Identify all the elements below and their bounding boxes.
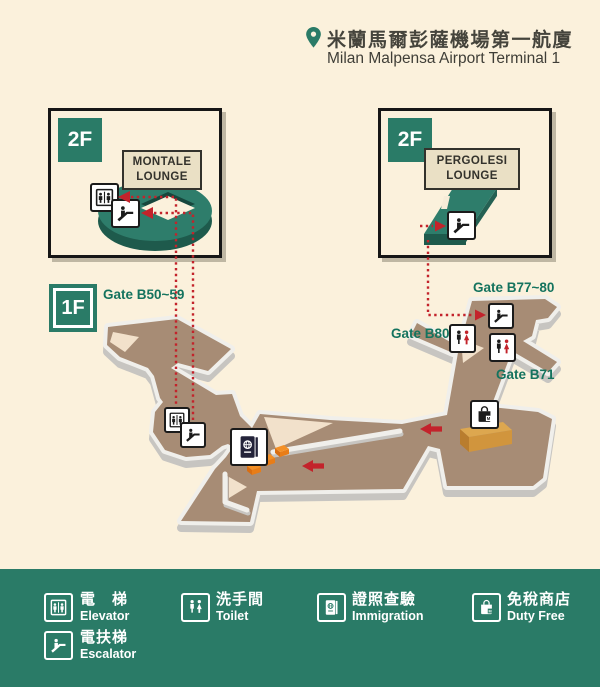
legend-bar: 電 梯 Elevator 電扶梯 Escalator 洗手間 Toilet: [0, 569, 600, 687]
immigration-icon: [230, 428, 268, 466]
duty-free-icon: M: [470, 400, 499, 429]
elevator-icon: [44, 593, 73, 622]
pergolesi-lounge-label: PERGOLESI LOUNGE: [424, 148, 520, 190]
immigration-icon: [317, 593, 346, 622]
legend-item-escalator: 電扶梯 Escalator: [80, 629, 137, 662]
escalator-icon: [111, 199, 140, 228]
toilet-icon: [181, 593, 210, 622]
floor-badge-1f: 1F: [53, 288, 93, 328]
svg-text:M: M: [487, 416, 491, 421]
svg-text:M: M: [489, 609, 492, 613]
escalator-icon: [180, 422, 206, 448]
legend-item-toilet: 洗手間 Toilet: [216, 591, 265, 624]
legend-item-duty-free: 免稅商店 Duty Free: [507, 591, 572, 624]
duty-free-counter: [460, 422, 512, 452]
duty-free-icon: M: [472, 593, 501, 622]
floor-badge-2f-left: 2F: [58, 118, 102, 162]
gate-label-b77-80: Gate B77~80: [473, 280, 555, 295]
gate-label-b71: Gate B71: [496, 367, 555, 382]
montale-lounge-label: MONTALE LOUNGE: [122, 150, 202, 190]
toilet-icon: [449, 324, 476, 353]
location-pin-icon: [306, 27, 321, 48]
page-title: 米蘭馬爾彭薩機場第一航廈: [327, 30, 574, 51]
gate-label-b80: Gate B80: [391, 326, 450, 341]
legend-item-immigration: 證照查驗 Immigration: [352, 591, 424, 624]
toilet-icon: [489, 333, 516, 362]
gate-label-b50-59: Gate B50~59: [103, 287, 185, 302]
escalator-icon: [44, 631, 73, 660]
escalator-icon: [488, 303, 514, 329]
page-subtitle: Milan Malpensa Airport Terminal 1: [327, 50, 561, 67]
elevator-icon: [90, 183, 119, 212]
legend-item-elevator: 電 梯 Elevator: [80, 591, 130, 624]
interior-walls: [222, 428, 404, 516]
escalator-icon: [447, 211, 476, 240]
flow-arrows: [302, 423, 442, 472]
